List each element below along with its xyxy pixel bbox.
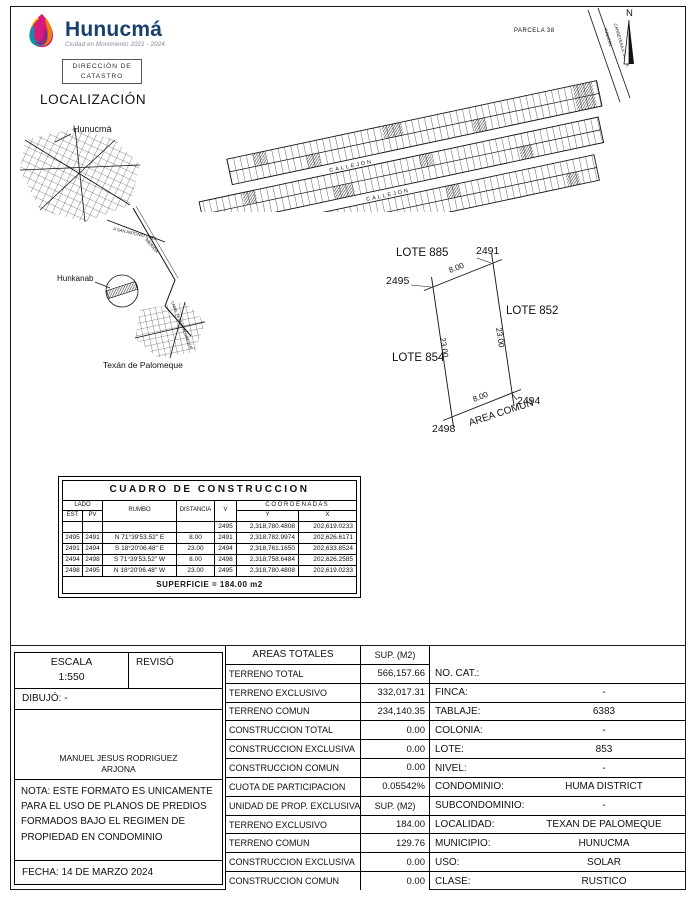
lot-strip: CALLEJON CALLEJON TAB. 10,373 [190, 80, 605, 212]
header-coordenadas: C O O R D E N A D A S [236, 499, 357, 511]
table-row: CONDOMINIO:HUMA DISTRICT [430, 778, 686, 797]
escala-value: 1:550 [58, 671, 85, 683]
escala-cell: ESCALA 1:550 [15, 653, 129, 688]
draftsman-name: MANUEL JESUS RODRIGUEZ ARJONA [59, 752, 178, 774]
map-label-hamlet: Hunkanab [57, 274, 94, 283]
header-rumbo: RUMBO [102, 499, 177, 522]
department-label: DIRECCIÓN DE CATASTRO [62, 59, 142, 85]
vertex-2494: 2494 [517, 395, 541, 407]
lot-diagram: LOTE 885 2491 2495 LOTE 852 LOTE 854 249… [386, 245, 558, 435]
header-distancia: DISTANCIA [176, 499, 215, 522]
plan-label-parcela: PARCELA 38 [514, 28, 555, 34]
property-info-table: NO. CAT.: FINCA:- TABLAJE:6383 COLONIA:-… [430, 665, 686, 890]
table-row: MUNICIPIO:HUNUCMA [430, 834, 686, 854]
table-row: CLASE:RUSTICO [435, 875, 627, 887]
dibujo-cell: DIBUJÓ: - [14, 688, 223, 710]
table-row: USO:SOLAR [430, 853, 686, 873]
table-row: FINCA:- [430, 684, 686, 703]
reviso-cell: REVISÓ [136, 657, 174, 668]
superficie-label: SUPERFICIE = 184.00 m2 [62, 576, 357, 595]
table-row: NIVEL:- [430, 759, 686, 778]
header-x: X [298, 510, 357, 522]
nota-cell: NOTA: ESTE FORMATO ES UNICAMENTE PARA EL… [14, 779, 223, 861]
location-map: Hunucmá A SAN ANTONIO CHEL MERIDA CARR. … [19, 124, 206, 370]
map-label-road-chel: A SAN ANTONIO CHEL [113, 226, 158, 241]
dim-top: 8.00 [447, 261, 465, 275]
header-lado: LADO [62, 499, 103, 511]
lot-label-885: LOTE 885 [396, 247, 448, 259]
plan-label-road-yucatan: YUCATAN [603, 27, 613, 47]
table-row: LOCALIDAD:TEXAN DE PALOMEQUE [430, 816, 686, 835]
map-label-town: Hunucmá [73, 124, 112, 134]
hatched-lots [242, 81, 598, 206]
dim-bottom: 8.00 [471, 390, 489, 404]
title-block: ESCALA 1:550 REVISÓ DIBUJÓ: - MANUEL JES… [10, 645, 686, 890]
header-v: V [214, 499, 237, 522]
town-street-grid [19, 127, 141, 223]
left-panel: ESCALA 1:550 REVISÓ DIBUJÓ: - MANUEL JES… [14, 652, 223, 885]
dim-right: 23.00 [494, 327, 506, 349]
north-arrow-icon: N [623, 8, 634, 65]
town-leader-line [54, 133, 72, 143]
side-road [587, 7, 631, 103]
municipality-logo: Hunucmá Ciudad en Movimiento 2021 - 2024… [22, 12, 202, 85]
logo-title: Hunucmá [65, 17, 163, 41]
table-row: TABLAJE:6383 [430, 703, 686, 722]
construction-table-title: CUADRO DE CONSTRUCCION [62, 480, 357, 501]
construction-table: CUADRO DE CONSTRUCCION LADO RUMBO DISTAN… [62, 480, 357, 595]
lot-label-852: LOTE 852 [506, 305, 558, 317]
signature-cell: MANUEL JESUS RODRIGUEZ ARJONA [14, 709, 223, 780]
subdivision-plan: CALLEJON CALLEJON TAB. 10,373 PARCELA 38… [190, 7, 634, 212]
localization-title: LOCALIZACIÓN [40, 92, 147, 107]
map-label-village: Texán de Palomeque [103, 360, 183, 370]
flame-logo-icon [29, 13, 54, 48]
dim-left: 23.00 [438, 337, 450, 359]
table-row: LOTE:853 [430, 740, 686, 760]
header-y: Y [236, 510, 299, 522]
header-est: EST [62, 510, 83, 522]
vertex-2498: 2498 [432, 423, 456, 435]
lot-label-854: LOTE 854 [392, 352, 445, 364]
vertex-2491: 2491 [476, 245, 500, 257]
hunkanab-area [94, 274, 139, 308]
construction-table-section: CUADRO DE CONSTRUCCION LADO RUMBO DISTAN… [58, 476, 361, 599]
table-row: NO. CAT.: [430, 665, 686, 684]
header-pv: PV [82, 510, 103, 522]
escala-label: ESCALA [50, 656, 93, 668]
vertex-leader-lines [410, 257, 518, 401]
logo-subtitle: Ciudad en Movimiento 2021 - 2024 [65, 41, 165, 48]
lot-boundary-lines [423, 252, 522, 428]
table-row: COLONIA:- [430, 721, 686, 741]
table-row: SUBCONDOMINIO:- [430, 797, 686, 816]
village-street-grid [134, 301, 206, 359]
vertex-2495: 2495 [386, 275, 410, 287]
north-label: N [626, 8, 633, 19]
fecha-cell: FECHA: 14 DE MARZO 2024 [14, 860, 223, 885]
